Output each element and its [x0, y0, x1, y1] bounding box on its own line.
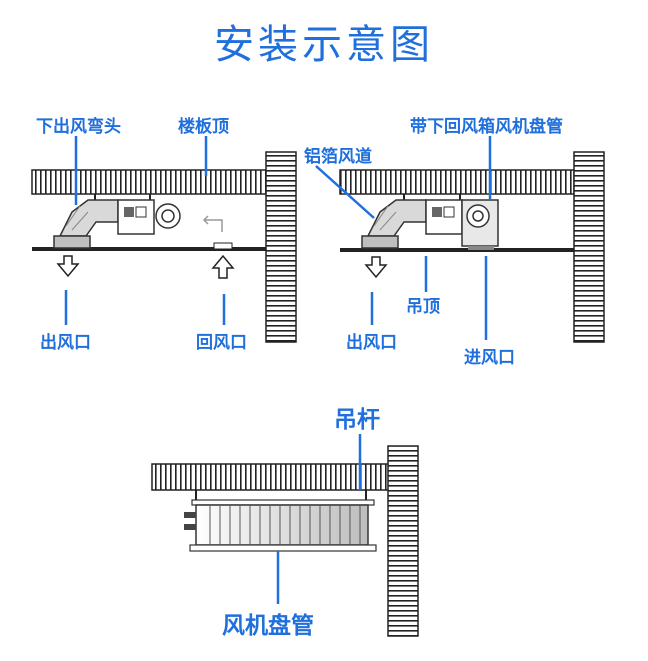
label-elbow: 下出风弯头: [36, 117, 121, 137]
diagram-left: [31, 136, 297, 343]
page-title: 安装示意图: [214, 22, 434, 68]
ceiling-slab-bottom: [151, 463, 393, 491]
label-fan-coil: 风机盘管: [222, 613, 314, 639]
label-suspended-ceiling: 吊顶: [406, 297, 440, 317]
wall-right: [573, 151, 605, 343]
supply-arrow-right-icon: [364, 256, 388, 279]
label-unit-with-return-box: 带下回风箱风机盘管: [410, 117, 563, 137]
label-supply-outlet-left: 出风口: [40, 333, 91, 353]
label-foil-duct: 铝箔风道: [304, 147, 372, 167]
ceiling-slab-right: [339, 169, 575, 195]
label-ceiling-top: 楼板顶: [178, 117, 229, 137]
label-hanger-rod: 吊杆: [334, 407, 380, 433]
label-inlet: 进风口: [464, 348, 515, 368]
diagram-right: [315, 136, 605, 343]
suspended-ceiling-left: [32, 247, 266, 251]
supply-arrow-left-icon: [56, 255, 80, 278]
return-grille-left: [213, 242, 233, 250]
wall-left: [265, 151, 297, 343]
suspended-ceiling-right: [340, 248, 574, 252]
fan-coil-unit-bottom: [184, 504, 377, 552]
wall-bottom: [387, 445, 419, 637]
fan-coil-unit-left: [117, 199, 181, 235]
label-supply-outlet-right: 出风口: [346, 333, 397, 353]
diagram-bottom: [151, 434, 419, 637]
return-arrow-icon: [211, 254, 235, 279]
label-return-outlet: 回风口: [196, 333, 247, 353]
elbow-duct-right: [361, 199, 427, 249]
ceiling-slab-left: [31, 169, 268, 195]
inlet-grille: [468, 246, 494, 250]
elbow-duct: [53, 199, 119, 249]
airflow-hint-icon: [202, 215, 223, 232]
fan-coil-unit-right: [425, 199, 499, 247]
